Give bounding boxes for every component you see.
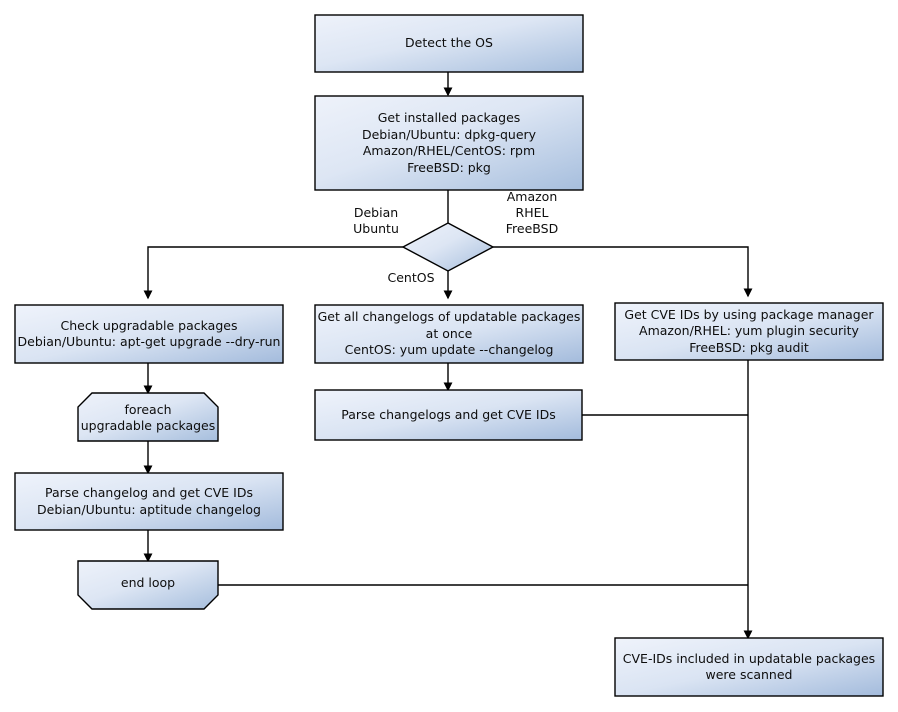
node-os-decision[interactable] xyxy=(401,222,495,272)
node-end-loop[interactable] xyxy=(77,560,219,610)
node-detect-os[interactable] xyxy=(314,14,584,73)
node-parse-changelogs-bulk[interactable] xyxy=(314,389,583,441)
node-parse-changelog-single[interactable] xyxy=(14,472,284,531)
node-get-all-changelogs[interactable] xyxy=(314,304,584,364)
edge-decision-rhel xyxy=(493,246,753,298)
edge-label-debian-ubuntu: Debian Ubuntu xyxy=(353,205,399,236)
node-scanned-result[interactable] xyxy=(614,637,884,697)
edge-label-amazon-rhel-freebsd: Amazon RHEL FreeBSD xyxy=(505,189,559,236)
node-get-installed-packages[interactable] xyxy=(314,95,584,191)
node-check-upgradable[interactable] xyxy=(14,304,284,364)
edge-group xyxy=(143,72,753,640)
node-get-cve-ids-pkgmgr[interactable] xyxy=(614,302,884,361)
node-foreach-loop-start[interactable] xyxy=(77,392,219,442)
edge-label-centos: CentOS xyxy=(387,270,435,285)
edge-decision-debian xyxy=(143,246,403,300)
